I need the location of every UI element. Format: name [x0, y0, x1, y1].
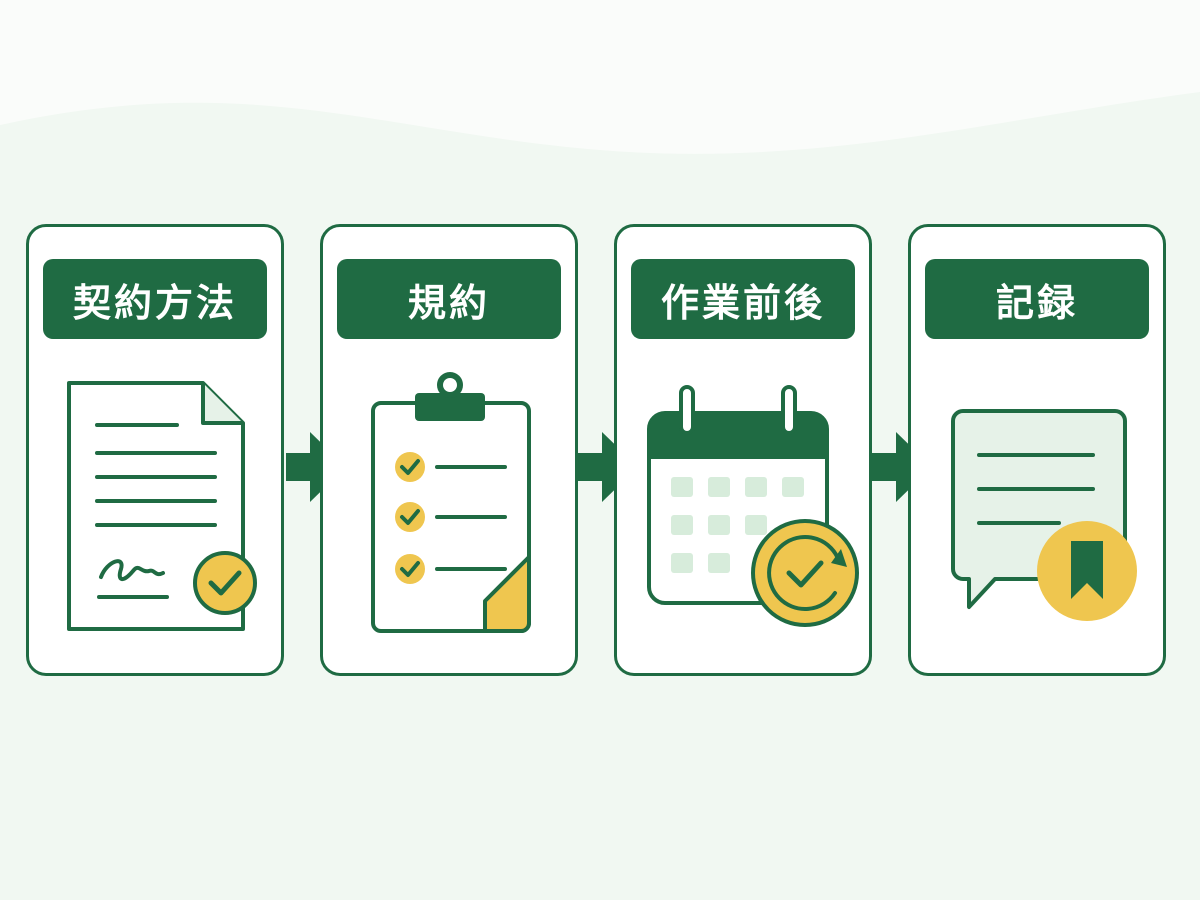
step-title-terms: 規約: [337, 259, 561, 339]
signed-contract-icon: [67, 381, 257, 631]
checklist-clipboard-icon: [371, 372, 531, 633]
step-card-terms: 規約: [320, 224, 578, 676]
bookmarked-note-icon: [951, 409, 1137, 621]
flow-arrow-3: [872, 432, 936, 502]
step-title-before-after-work: 作業前後: [631, 259, 855, 339]
step-card-contract-method: 契約方法: [26, 224, 284, 676]
arrow-right-icon: [286, 432, 346, 502]
step-card-records: 記録: [908, 224, 1166, 676]
flow-arrow-1: [286, 432, 350, 502]
arrow-right-icon: [872, 432, 932, 502]
step-card-before-after-work: 作業前後: [614, 224, 872, 676]
arrow-right-icon: [578, 432, 638, 502]
calendar-check-icon: [647, 385, 859, 627]
step-title-records: 記録: [925, 259, 1149, 339]
flow-arrow-2: [578, 432, 642, 502]
step-title-contract-method: 契約方法: [43, 259, 267, 339]
